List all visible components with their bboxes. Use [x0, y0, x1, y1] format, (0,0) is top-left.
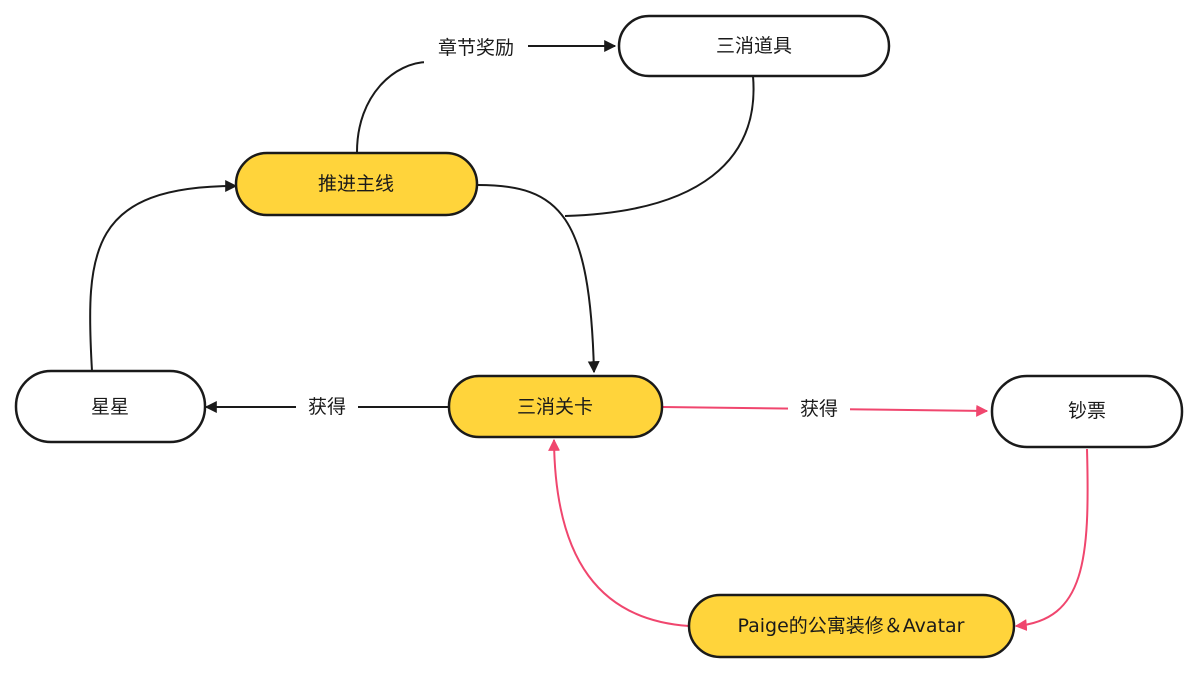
- svg-text:钞票: 钞票: [1068, 400, 1106, 422]
- node-level: 三消关卡: [447, 374, 664, 439]
- svg-text:三消道具: 三消道具: [716, 35, 792, 57]
- node-decor: Paige的公寓装修＆Avatar: [687, 593, 1016, 659]
- edge-stars-to-mainline: [89, 180, 238, 372]
- edge-label-chapter-reward: 章节奖励: [424, 32, 528, 64]
- svg-text:获得: 获得: [800, 398, 838, 420]
- node-cash: 钞票: [990, 374, 1184, 449]
- node-mainline: 推进主线: [234, 151, 479, 217]
- edge-tools-to-level: [564, 75, 755, 217]
- edge-cash-to-decor: [1014, 448, 1089, 632]
- node-tools: 三消道具: [617, 14, 891, 78]
- svg-text:Paige的公寓装修＆Avatar: Paige的公寓装修＆Avatar: [738, 615, 965, 637]
- edge-decor-to-level: [548, 438, 690, 627]
- edge-label-get-stars: 获得: [296, 392, 358, 424]
- node-stars: 星星: [14, 369, 207, 444]
- svg-text:获得: 获得: [308, 396, 346, 418]
- edge-label-get-cash: 获得: [788, 393, 850, 425]
- edge-mainline-to-chapter-reward: [356, 61, 429, 153]
- edge-mainline-to-level: [477, 184, 600, 374]
- svg-text:推进主线: 推进主线: [318, 173, 394, 195]
- svg-text:章节奖励: 章节奖励: [438, 37, 514, 59]
- svg-text:星星: 星星: [91, 396, 129, 418]
- svg-text:三消关卡: 三消关卡: [517, 396, 593, 418]
